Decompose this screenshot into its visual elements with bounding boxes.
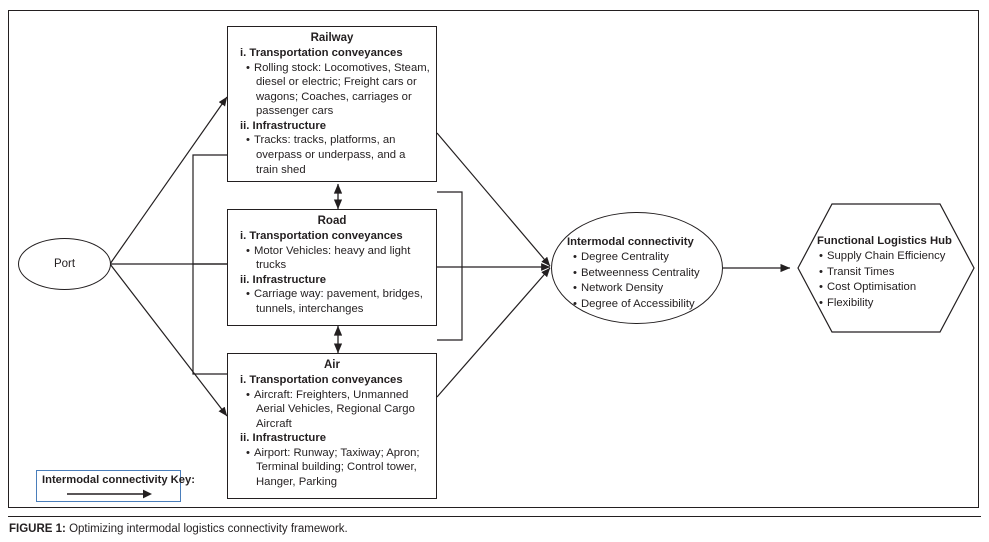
list-item: Rolling stock: Locomotives, Steam, diese… (246, 61, 430, 119)
legend-title: Intermodal connectivity Key: (42, 474, 195, 486)
hub-title: Functional Logistics Hub (817, 235, 952, 247)
railway-section-1-bullets: Rolling stock: Locomotives, Steam, diese… (246, 61, 430, 119)
road-section-1-bullets: Motor Vehicles: heavy and light trucks (246, 244, 430, 273)
list-item: Carriage way: pavement, bridges, tunnels… (246, 287, 430, 316)
figure-caption: FIGURE 1: Optimizing intermodal logistic… (9, 522, 348, 537)
air-section-2-bullets: Airport: Runway; Taxiway; Apron; Termina… (246, 446, 430, 490)
list-item: Flexibility (819, 296, 965, 312)
intermodal-bullets: Degree Centrality Betweenness Centrality… (573, 250, 717, 312)
list-item: Degree Centrality (573, 250, 717, 266)
legend-intermodal-connectivity-key: Intermodal connectivity Key: (36, 470, 195, 502)
railway-section-1-heading: i. Transportation conveyances (240, 47, 403, 59)
railway-section-2-heading: ii. Infrastructure (240, 119, 327, 132)
list-item: Supply Chain Efficiency (819, 249, 965, 265)
railway-section-2-bullets: Tracks: tracks, platforms, an overpass o… (246, 133, 430, 177)
intermodal-title: Intermodal connectivity (567, 236, 694, 248)
list-item: Transit Times (819, 265, 965, 281)
node-air[interactable]: Air i. Transportation conveyances Aircra… (227, 353, 437, 499)
node-functional-logistics-hub[interactable]: Functional Logistics Hub Supply Chain Ef… (797, 203, 975, 333)
railway-title: Railway (310, 32, 354, 44)
right-arrow-icon (67, 489, 152, 499)
list-item: Airport: Runway; Taxiway; Apron; Termina… (246, 446, 430, 490)
air-section-1-heading: i. Transportation conveyances (240, 374, 403, 386)
air-section-2-heading: ii. Infrastructure (240, 432, 327, 445)
node-intermodal-connectivity[interactable]: Intermodal connectivity Degree Centralit… (551, 212, 723, 324)
list-item: Network Density (573, 281, 717, 297)
node-port[interactable]: Port (18, 238, 111, 290)
node-road[interactable]: Road i. Transportation conveyances Motor… (227, 209, 437, 326)
air-title: Air (324, 359, 340, 371)
caption-text: Optimizing intermodal logistics connecti… (65, 523, 348, 535)
road-section-2-bullets: Carriage way: pavement, bridges, tunnels… (246, 287, 430, 316)
list-item: Degree of Accessibility (573, 297, 717, 313)
air-section-1-bullets: Aircraft: Freighters, Unmanned Aerial Ve… (246, 388, 430, 432)
intermodal-content: Intermodal connectivity Degree Centralit… (567, 235, 717, 312)
node-railway[interactable]: Railway i. Transportation conveyances Ro… (227, 26, 437, 182)
hub-content: Functional Logistics Hub Supply Chain Ef… (817, 234, 965, 311)
list-item: Tracks: tracks, platforms, an overpass o… (246, 133, 430, 177)
port-label: Port (53, 258, 76, 270)
list-item: Cost Optimisation (819, 280, 965, 296)
caption-divider (8, 516, 981, 517)
hub-bullets: Supply Chain Efficiency Transit Times Co… (819, 249, 965, 311)
road-title: Road (317, 215, 347, 227)
caption-label: FIGURE 1: (9, 523, 66, 535)
road-section-2-heading: ii. Infrastructure (240, 273, 327, 286)
list-item: Betweenness Centrality (573, 266, 717, 282)
road-section-1-heading: i. Transportation conveyances (240, 230, 403, 242)
list-item: Motor Vehicles: heavy and light trucks (246, 244, 430, 273)
list-item: Aircraft: Freighters, Unmanned Aerial Ve… (246, 388, 430, 432)
